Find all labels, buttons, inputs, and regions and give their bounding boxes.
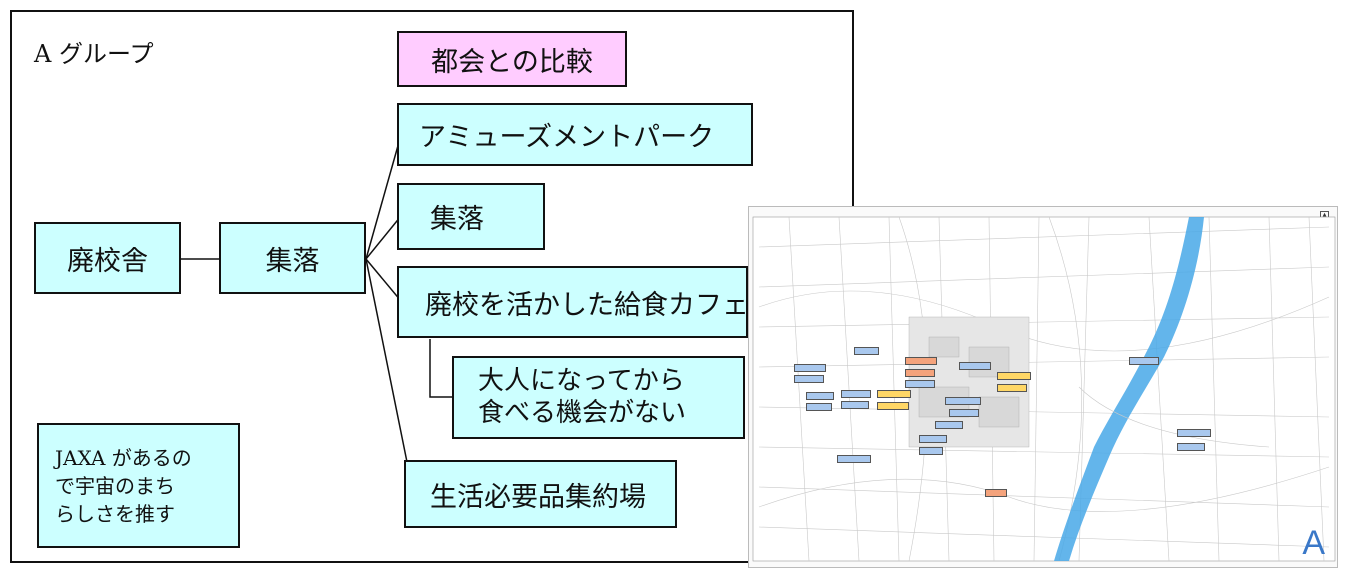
map-label-orange	[985, 489, 1007, 497]
map-label-blue	[841, 401, 869, 409]
town-blocks	[908, 316, 1030, 448]
map-label-blue	[905, 380, 935, 388]
node-school-cafe-label: 廃校を活かした給食カフェ	[425, 289, 748, 321]
map-label-blue	[1129, 357, 1159, 365]
compare-box: 都会との比較	[397, 31, 627, 87]
map-label-blue	[919, 435, 947, 443]
map-label-yellow	[877, 390, 911, 398]
map-label-yellow	[997, 384, 1027, 392]
node-school: 廃校舎	[34, 222, 181, 294]
node-supplies-hub-label: 生活必要品集約場	[430, 481, 646, 513]
map-label-blue	[806, 403, 832, 411]
node-amusement-park: アミューズメントパーク	[397, 103, 753, 166]
node-adult-chance-line2: 食べる機会がない	[478, 397, 687, 428]
node-jaxa: JAXA があるの で宇宙のまち らしさを推す	[37, 423, 240, 548]
map-label-yellow	[997, 372, 1031, 380]
map-label-blue	[794, 375, 824, 383]
map-label-blue	[854, 347, 879, 355]
compare-label: 都会との比較	[431, 46, 593, 78]
node-adult-chance: 大人になってから 食べる機会がない	[452, 356, 745, 439]
node-village-label: 集落	[265, 245, 320, 277]
node-village: 集落	[219, 222, 366, 294]
river	[1054, 217, 1204, 561]
node-adult-chance-line1: 大人になってから	[478, 366, 685, 397]
map-label-blue	[806, 392, 834, 400]
group-title: A グループ	[34, 40, 154, 68]
map-inset: ▲	[748, 206, 1338, 568]
map-label-orange	[905, 357, 937, 365]
map-corner-letter: A	[1302, 524, 1325, 562]
map-drawing	[752, 216, 1336, 562]
node-school-label: 廃校舎	[67, 245, 148, 277]
map-label-blue	[935, 421, 963, 429]
map-label-blue	[794, 364, 826, 372]
map-label-blue	[837, 455, 871, 463]
map-label-blue	[1177, 429, 1211, 437]
node-school-cafe: 廃校を活かした給食カフェ	[397, 266, 748, 338]
node-jaxa-line1: JAXA があるの	[55, 445, 192, 470]
node-jaxa-line2: で宇宙のまち	[55, 473, 175, 498]
map-label-orange	[905, 369, 935, 377]
map-label-blue	[949, 409, 979, 417]
map-label-yellow	[877, 402, 909, 410]
node-supplies-hub: 生活必要品集約場	[404, 460, 677, 528]
map-label-blue	[945, 397, 981, 405]
node-village-2-label: 集落	[430, 204, 484, 235]
map-label-blue	[841, 390, 871, 398]
node-jaxa-line3: らしさを推す	[55, 501, 175, 526]
map-label-blue	[1177, 443, 1205, 451]
node-village-2: 集落	[397, 183, 545, 250]
node-amusement-park-label: アミューズメントパーク	[419, 122, 715, 153]
map-label-blue	[959, 362, 991, 370]
map-label-blue	[919, 447, 943, 455]
